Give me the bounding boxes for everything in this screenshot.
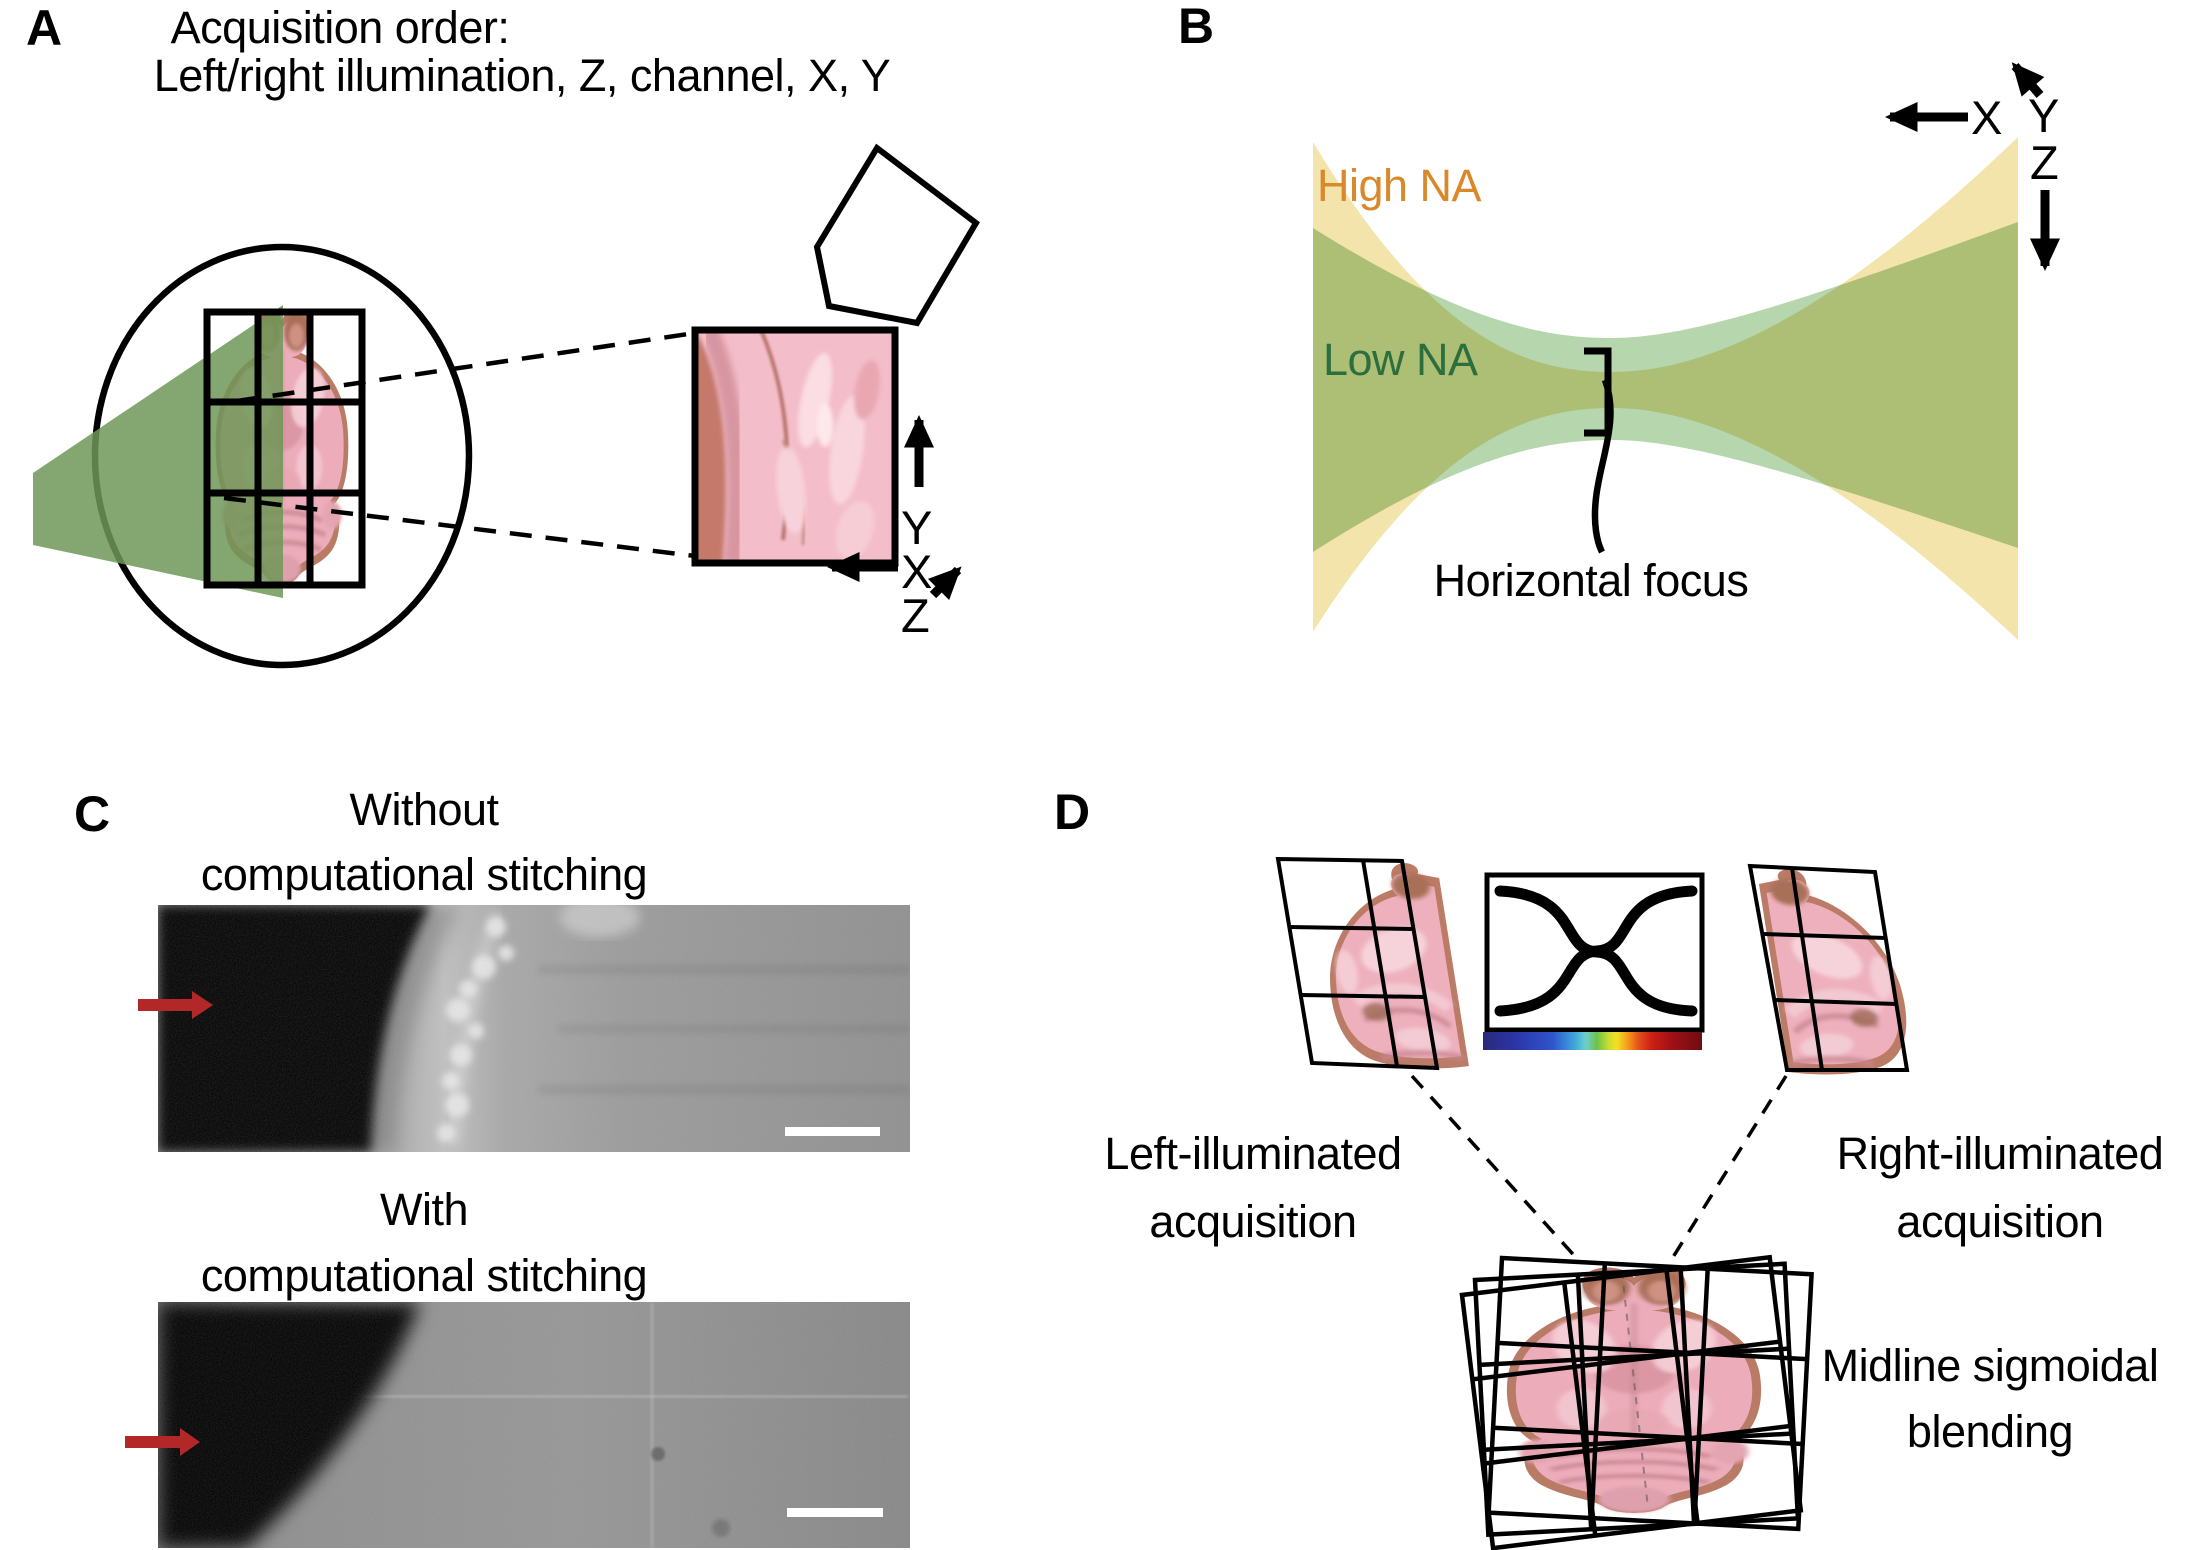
horizontal-focus-label: Horizontal focus: [1433, 555, 1749, 606]
panel-c-graphics: [125, 905, 910, 1548]
panel-a-title-line2: Left/right illumination, Z, channel, X, …: [153, 50, 891, 101]
panel-b-axis-y-label: Y: [2028, 89, 2060, 142]
panel-b-graphics: [1313, 62, 2060, 640]
scale-bar: [785, 1127, 880, 1136]
panel-a-axis-z-label: Z: [901, 589, 930, 642]
panel-a-axis-y-label: Y: [901, 501, 933, 554]
pentagon-shape: [813, 143, 980, 327]
axis-z-arrow-icon: [927, 566, 962, 601]
merged-brain: [1507, 1267, 1761, 1512]
without-stitching-image: [158, 905, 910, 1152]
panel-b-axes: [1885, 62, 2060, 271]
right-caption-line1: Right-illuminated: [1836, 1128, 2164, 1179]
left-caption-line1: Left-illuminated: [1104, 1128, 1402, 1179]
left-half-brain: [1310, 863, 1469, 1068]
focus-pointer-line: [1591, 378, 1614, 554]
with-title-line2: computational stitching: [200, 1250, 648, 1301]
left-tile-grid: [1275, 856, 1440, 1071]
low-na-label: Low NA: [1323, 334, 1478, 385]
with-title-line1: With: [380, 1184, 469, 1235]
panel-d-label: D: [1054, 784, 1091, 840]
right-tile-grid: [1747, 863, 1910, 1072]
panel-b-axis-x-label: X: [1971, 91, 2003, 144]
sigmoid-curve-rising: [1494, 885, 1698, 1017]
axis-y-arrow-icon: [2011, 62, 2045, 98]
without-title-line1: Without: [349, 784, 499, 835]
panel-a-title-line1: Acquisition order:: [170, 2, 510, 53]
blend-callout-lines: [1410, 1074, 1788, 1264]
panel-b-axis-z-label: Z: [2030, 136, 2059, 189]
low-na-beam: [1313, 222, 2018, 552]
jet-colorbar: [1483, 1032, 1702, 1050]
blend-caption-line1: Midline sigmoidal: [1821, 1340, 2159, 1391]
panel-a-graphics: [33, 143, 980, 669]
without-title-line2: computational stitching: [200, 849, 648, 900]
panel-a-axis-x-label: X: [901, 545, 933, 598]
zoomed-tile-image: [691, 326, 899, 567]
artifact-arrow-icon: [125, 1428, 200, 1456]
left-caption-line2: acquisition: [1149, 1196, 1357, 1247]
tile-grid: [203, 308, 366, 589]
midline-dash: [1621, 1271, 1649, 1509]
panel-d-graphics: [1275, 856, 1916, 1548]
blend-caption-line2: blending: [1906, 1406, 2074, 1457]
high-na-label: High NA: [1317, 160, 1482, 211]
with-stitching-image: [158, 1302, 910, 1548]
artifact-arrow-icon: [138, 991, 213, 1019]
light-sheet-shape: [33, 305, 283, 598]
sigmoid-blend-plot: [1483, 872, 1705, 1050]
panel-a-axes: [827, 415, 962, 601]
zoom-callout-lines: [223, 330, 696, 559]
panel-c-label: C: [74, 786, 111, 842]
scale-bar: [787, 1508, 883, 1517]
right-caption-line2: acquisition: [1896, 1196, 2104, 1247]
panel-b-label: B: [1178, 0, 1215, 54]
panel-a-label: A: [26, 0, 63, 56]
